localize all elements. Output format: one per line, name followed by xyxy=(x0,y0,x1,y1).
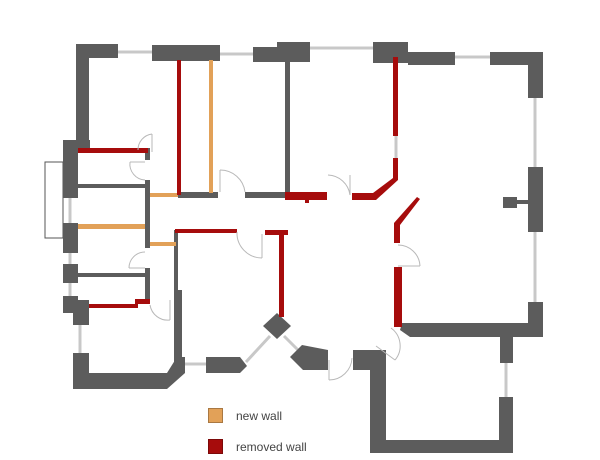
existing-walls xyxy=(63,42,543,453)
removed-wall-swatch xyxy=(208,439,223,454)
legend-removed-wall: removed wall xyxy=(208,439,307,454)
removed-walls xyxy=(78,57,420,327)
legend-label: new wall xyxy=(236,408,283,423)
new-walls xyxy=(78,60,213,246)
new-wall-swatch xyxy=(208,408,223,423)
doors xyxy=(128,133,421,381)
bay-window xyxy=(44,161,64,239)
windows xyxy=(68,46,537,397)
legend-label: removed wall xyxy=(236,439,307,454)
legend-new-wall: new wall xyxy=(208,408,282,423)
